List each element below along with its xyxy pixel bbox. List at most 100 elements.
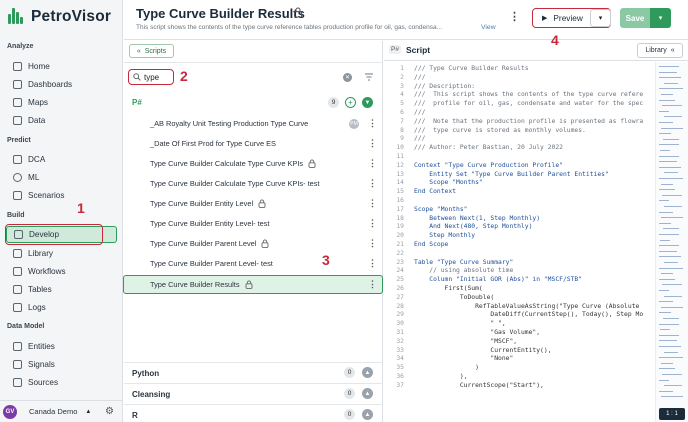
line-number: 27 bbox=[396, 293, 404, 301]
more-options-icon[interactable]: ⋮ bbox=[368, 178, 377, 188]
gear-icon[interactable]: ⚙ bbox=[105, 406, 114, 417]
code-line: /// Type Curve Builder Results bbox=[414, 65, 529, 72]
sidebar-item-sources[interactable]: Sources bbox=[6, 374, 117, 390]
line-number: 31 bbox=[396, 329, 404, 336]
collapse-group-icon[interactable]: ▼ bbox=[362, 97, 373, 108]
code-line: DateDiff(CurrentStep(), Today(), Step Mo bbox=[414, 311, 644, 319]
save-button[interactable]: Save bbox=[620, 8, 650, 28]
more-options-icon[interactable]: ⋮ bbox=[368, 218, 377, 228]
code-minimap[interactable] bbox=[655, 62, 688, 422]
preview-button[interactable]: ▶Preview bbox=[532, 8, 611, 28]
workspace-name[interactable]: Canada Demo bbox=[29, 407, 78, 416]
minimap-line bbox=[659, 234, 679, 235]
sidebar-item-label: Home bbox=[28, 61, 50, 71]
list-item[interactable]: Type Curve Builder Parent Level⋮ bbox=[124, 234, 383, 253]
code-line: "None" bbox=[414, 355, 514, 363]
library-toggle-button[interactable]: Library« bbox=[637, 43, 683, 58]
code-line: Context "Type Curve Production Profile" bbox=[414, 161, 563, 169]
sidebar-item-entities[interactable]: Entities bbox=[6, 338, 117, 354]
search-input[interactable] bbox=[144, 72, 172, 82]
sidebar-item-label: Develop bbox=[29, 230, 60, 239]
script-name: _AB Royalty Unit Testing Production Type… bbox=[150, 119, 309, 128]
line-number: 33 bbox=[396, 346, 404, 354]
list-item[interactable]: Type Curve Builder Entity Level⋮ bbox=[124, 194, 383, 213]
code-line: CurrentEntity(), bbox=[414, 346, 552, 354]
expand-group-icon[interactable]: ▲ bbox=[362, 409, 373, 420]
save-dropdown-button[interactable]: ▾ bbox=[650, 8, 671, 28]
minimap-line bbox=[659, 189, 675, 191]
sidebar-item-signals[interactable]: Signals bbox=[6, 356, 117, 372]
sidebar-item-maps[interactable]: Maps bbox=[6, 94, 117, 110]
group-name: R bbox=[132, 411, 138, 420]
code-line: RefTableValueAsString("Type Curve (Absol… bbox=[414, 302, 640, 310]
chevron-up-icon[interactable]: ▲ bbox=[85, 408, 92, 415]
sidebar-item-workflows[interactable]: Workflows bbox=[6, 263, 117, 279]
list-item[interactable]: Type Curve Builder Parent Level- test ⋮ bbox=[124, 254, 383, 273]
more-options-icon[interactable]: ⋮ bbox=[368, 118, 377, 128]
sidebar-item-ml[interactable]: ML bbox=[6, 169, 117, 185]
minimap-line bbox=[664, 262, 678, 263]
preview-dropdown-button[interactable]: ▾ bbox=[590, 9, 611, 27]
more-options-icon[interactable]: ⋮ bbox=[509, 11, 520, 23]
line-number: 28 bbox=[396, 302, 404, 310]
sidebar-item-scenarios[interactable]: Scenarios bbox=[6, 187, 117, 203]
minimap-line bbox=[659, 211, 673, 213]
logo[interactable]: PetroVisor bbox=[8, 6, 111, 28]
sidebar-item-data[interactable]: Data bbox=[6, 112, 117, 128]
minimap-line bbox=[659, 340, 677, 342]
more-options-icon[interactable]: ⋮ bbox=[368, 158, 377, 168]
sidebar-item-dashboards[interactable]: Dashboards bbox=[6, 76, 117, 92]
list-item-selected[interactable]: Type Curve Builder Results⋮ bbox=[123, 275, 383, 294]
code-line: /// bbox=[414, 73, 426, 81]
minimap-line bbox=[659, 346, 681, 347]
library-icon bbox=[13, 248, 22, 258]
clear-search-icon[interactable]: ✕ bbox=[343, 73, 352, 82]
sidebar-item-develop[interactable]: Develop bbox=[6, 226, 117, 243]
sidebar-item-label: Library bbox=[28, 248, 54, 258]
group-header-psharp[interactable]: P# 9 + ▼ bbox=[124, 95, 383, 111]
list-item[interactable]: Type Curve Builder Calculate Type Curve … bbox=[124, 174, 383, 193]
code-line: /// type curve is stored as monthly volu… bbox=[414, 126, 586, 134]
scripts-collapse-button[interactable]: «Scripts bbox=[129, 44, 174, 58]
search-field[interactable] bbox=[128, 69, 174, 85]
list-item[interactable]: _AB Royalty Unit Testing Production Type… bbox=[124, 114, 383, 133]
filter-icon[interactable] bbox=[364, 72, 374, 82]
line-number: 12 bbox=[396, 161, 404, 169]
sidebar-item-tables[interactable]: Tables bbox=[6, 281, 117, 297]
more-options-icon[interactable]: ⋮ bbox=[368, 258, 377, 268]
minimap-line bbox=[663, 318, 679, 319]
code-line: /// This script shows the contents of th… bbox=[414, 91, 644, 99]
script-name: Type Curve Builder Parent Level- test bbox=[150, 259, 273, 268]
more-options-icon[interactable]: ⋮ bbox=[368, 198, 377, 208]
code-line: "Gas Volume", bbox=[414, 329, 541, 336]
sidebar-item-library[interactable]: Library bbox=[6, 245, 117, 261]
annotation-number-2: 2 bbox=[180, 68, 188, 84]
more-options-icon[interactable]: ⋮ bbox=[368, 138, 377, 148]
sidebar-item-dca[interactable]: DCA bbox=[6, 151, 117, 167]
minimap-line bbox=[659, 166, 681, 168]
page-title: Type Curve Builder Results bbox=[136, 6, 305, 21]
expand-group-icon[interactable]: ▲ bbox=[362, 367, 373, 378]
more-options-icon[interactable]: ⋮ bbox=[368, 238, 377, 248]
zoom-badge[interactable]: 1 : 1 bbox=[659, 408, 685, 420]
minimap-line bbox=[659, 110, 669, 112]
list-item[interactable]: _Date Of First Prod for Type Curve ES⋮ bbox=[124, 134, 383, 153]
sidebar-item-home[interactable]: Home bbox=[6, 58, 117, 74]
list-item[interactable]: Type Curve Builder Entity Level- test⋮ bbox=[124, 214, 383, 233]
script-title: Script bbox=[406, 45, 431, 55]
sidebar-item-logs[interactable]: Logs bbox=[6, 299, 117, 315]
view-link[interactable]: View bbox=[481, 24, 496, 31]
expand-group-icon[interactable]: ▲ bbox=[362, 388, 373, 399]
avatar[interactable]: GV bbox=[3, 404, 17, 419]
sidebar-item-label: Sources bbox=[28, 377, 59, 387]
minimap-line bbox=[659, 178, 683, 179]
add-script-icon[interactable]: + bbox=[345, 97, 356, 108]
list-item[interactable]: Type Curve Builder Calculate Type Curve … bbox=[124, 154, 383, 173]
lock-icon bbox=[308, 159, 316, 168]
more-options-icon[interactable]: ⋮ bbox=[368, 279, 377, 289]
minimap-line bbox=[662, 194, 682, 196]
